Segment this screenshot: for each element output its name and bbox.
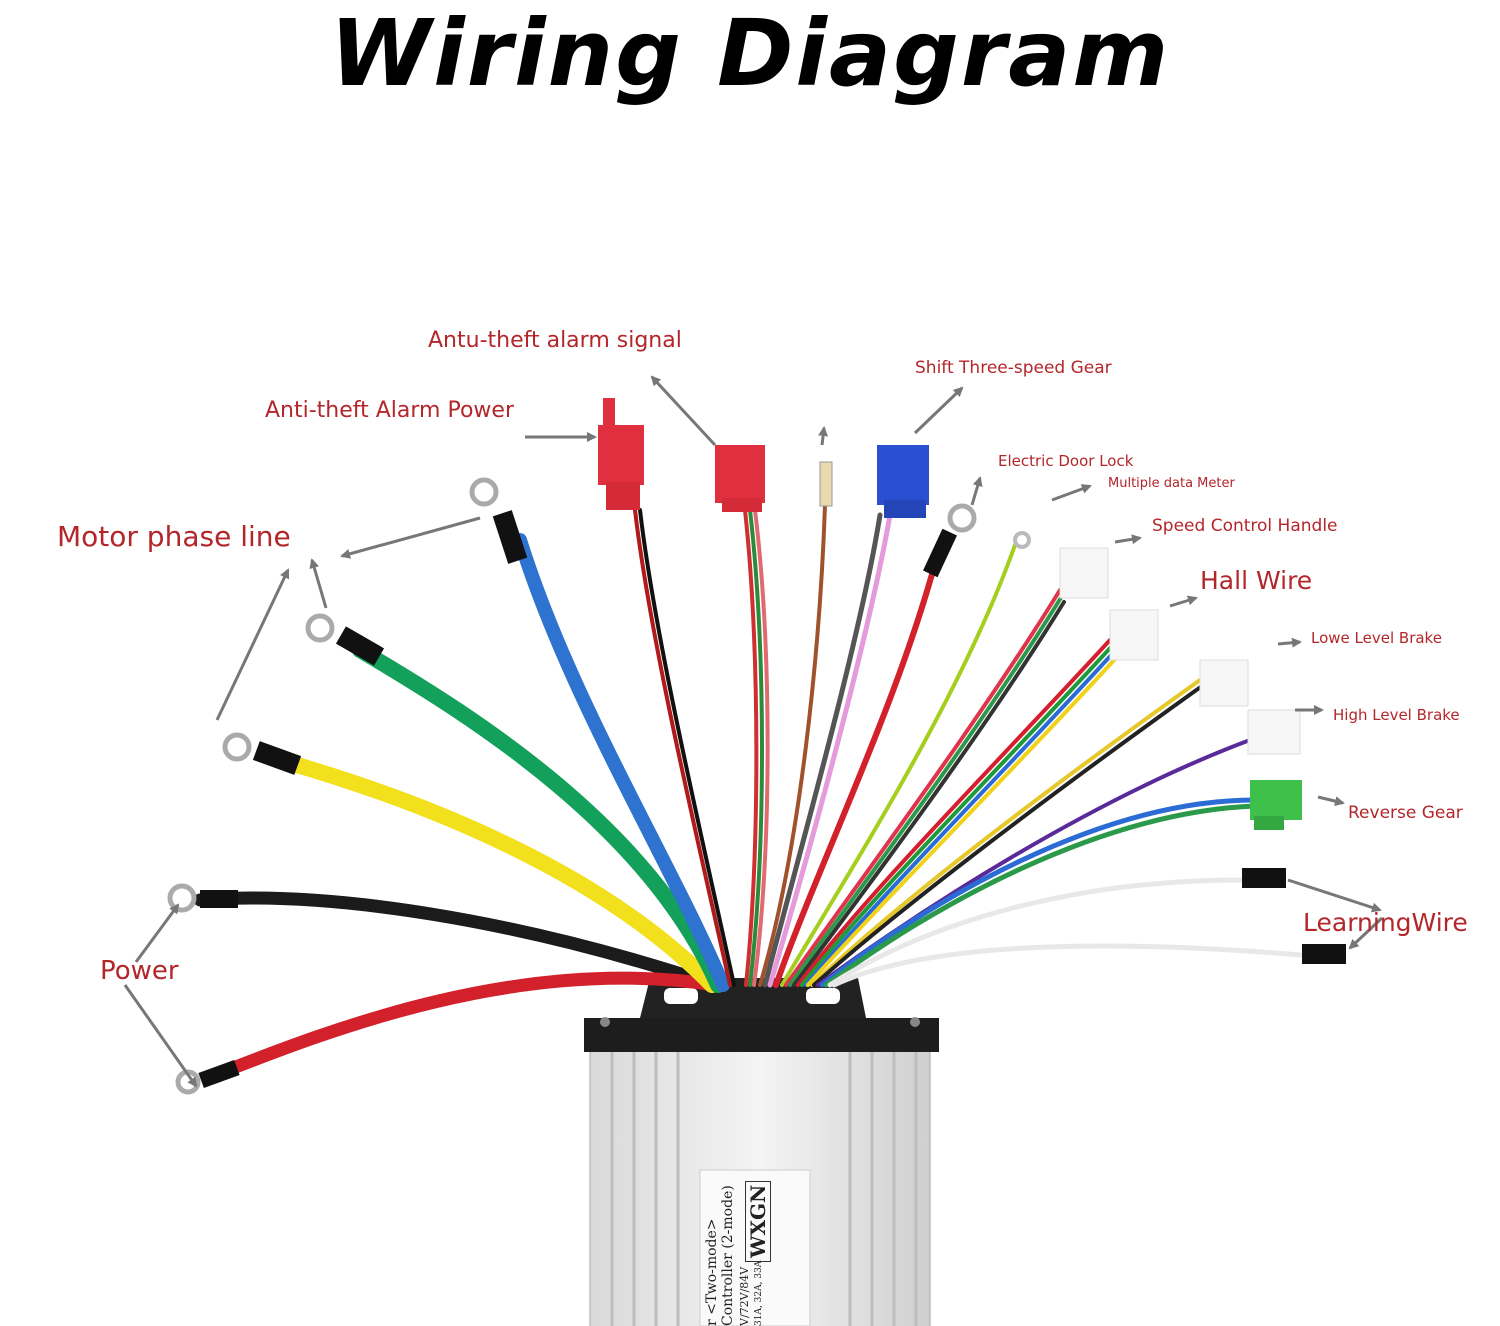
label-reverse-gear: Reverse Gear [1348,803,1463,823]
page-title: Wiring Diagram [329,0,1171,107]
label-anti-theft-alarm-power: Anti-theft Alarm Power [265,398,514,423]
label-motor-phase-line: Motor phase line [57,520,291,553]
connectors [598,398,1346,964]
controller-housing [584,978,939,1326]
label-power: Power [100,956,179,986]
label-high-level-brake: High Level Brake [1333,706,1460,724]
ring-terminals [167,461,1031,1095]
controller-line2: Controller (2-mode) [720,1185,736,1326]
label-anti-theft-alarm-signal: Antu-theft alarm signal [428,328,682,353]
label-shift-three-speed-gear: Shift Three-speed Gear [915,358,1112,378]
controller-line3: V/72V/84V [738,1266,751,1326]
controller-line1: r <Two-mode> [704,1218,720,1326]
label-speed-control-handle: Speed Control Handle [1152,516,1338,536]
label-electric-door-lock: Electric Door Lock [998,452,1134,470]
label-hall-wire: Hall Wire [1200,566,1313,595]
label-learning-wire: LearningWire [1303,908,1468,937]
label-lowe-level-brake: Lowe Level Brake [1311,629,1442,647]
controller-brand: WXGN [745,1180,771,1262]
label-multiple-data-meter: Multiple data Meter [1108,476,1235,491]
controller-line4: 31A, 32A, 33A [754,1260,764,1326]
